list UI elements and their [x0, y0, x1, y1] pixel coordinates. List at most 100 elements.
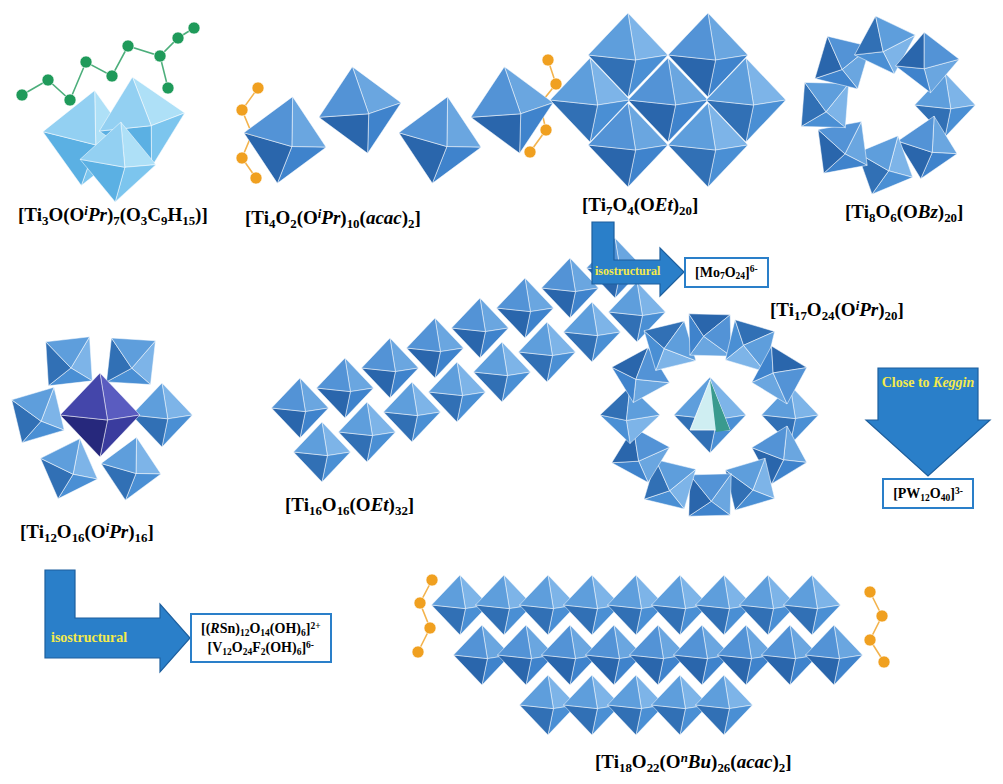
acac-atom: [864, 586, 876, 598]
arrow-body: [866, 368, 990, 476]
cluster-formula: [Ti4O2(OiPr)10(acac)2]: [245, 206, 421, 230]
octahedron: [668, 103, 748, 187]
formula-box: [(RSn)12O14(OH)6]2+[V12O24F2(OH)6]6-: [190, 613, 332, 663]
octahedron-face: [668, 13, 715, 60]
octahedron-face: [497, 278, 531, 312]
octahedron-face: [339, 432, 373, 462]
octahedron-face: [564, 605, 598, 635]
subscript: 3: [141, 213, 147, 228]
group-name: acac: [366, 207, 402, 228]
block-arrow: isostructural: [45, 570, 190, 672]
octahedron-face: [317, 358, 351, 392]
octahedron-face: [762, 625, 796, 659]
octahedron-face: [272, 378, 306, 412]
octahedron-face: [407, 318, 441, 352]
formula-text: [Mo7O24]6-: [695, 263, 758, 282]
cluster-formula: [Ti12O16(OiPr)16]: [20, 520, 154, 544]
octahedron-face: [60, 373, 107, 420]
formula-box: [Mo7O24]6-: [684, 257, 769, 288]
acac-bond: [870, 592, 884, 662]
cluster-formula: [Ti3O(OiPr)7(O3C9H15)]: [18, 203, 208, 227]
octahedron: [744, 339, 815, 412]
octahedron-face: [652, 605, 686, 635]
octahedron-face: [550, 100, 597, 142]
octahedron-face: [362, 338, 396, 372]
octahedron-face: [564, 575, 598, 609]
octahedron-face: [872, 6, 917, 51]
octahedron-face: [498, 655, 532, 685]
acac-atom: [252, 82, 264, 94]
subscript: 32: [395, 503, 408, 518]
arrow-text: isostructural: [51, 629, 127, 646]
cluster-formula: [Ti7O4(OEt)20]: [582, 193, 698, 217]
octahedron-face: [668, 145, 715, 187]
octahedron-face: [520, 675, 554, 709]
octahedron-face: [520, 605, 554, 635]
subscript: 6: [890, 210, 896, 225]
octahedron-face: [294, 452, 328, 482]
subscript: 16: [135, 530, 148, 545]
octahedron-face: [498, 625, 532, 659]
octahedron: [236, 89, 334, 190]
group-name: Pr: [859, 299, 878, 320]
group-name: Pr: [321, 207, 340, 228]
octahedron: [60, 373, 140, 457]
octahedron-face: [384, 382, 418, 416]
group-name: Bu: [688, 751, 711, 772]
octahedron-face: [454, 625, 488, 659]
octahedron-face: [564, 302, 598, 336]
subscript: 24: [822, 308, 835, 323]
octahedron: [784, 575, 841, 635]
subscript: 2: [261, 647, 266, 657]
octahedron-face: [520, 575, 554, 609]
prefix: i: [856, 298, 860, 313]
octahedron-face: [454, 655, 488, 685]
subscript: 2: [408, 216, 414, 231]
octahedron-face: [740, 605, 774, 635]
octahedron-face: [550, 58, 597, 105]
subscript: 2: [290, 216, 296, 231]
octahedron: [77, 119, 158, 204]
subscript: 9: [161, 213, 167, 228]
acac-bond: [418, 580, 432, 652]
octahedron-face: [608, 675, 642, 709]
octahedron-face: [384, 412, 418, 442]
octahedron-face: [109, 317, 160, 368]
octahedron-face: [718, 625, 752, 659]
octahedron-face: [520, 705, 554, 735]
ligand-atom: [122, 40, 134, 52]
subscript: 20: [885, 308, 898, 323]
octahedron-face: [706, 58, 753, 105]
octahedron-face: [476, 605, 510, 635]
subscript: 40: [941, 493, 951, 503]
octahedron-face: [398, 89, 456, 146]
octahedron-face: [806, 655, 840, 685]
octahedron-face: [652, 575, 686, 609]
ligand-bond: [22, 28, 194, 100]
subscript: 16: [72, 530, 85, 545]
group-name: Keggin: [933, 375, 974, 390]
formula-text: [(RSn)12O14(OH)6]2+: [201, 619, 321, 638]
subscript: 12: [222, 647, 232, 657]
octahedron-face: [542, 258, 576, 292]
acac-atom: [524, 146, 536, 158]
octahedron-face: [339, 402, 373, 436]
octahedron: [588, 103, 668, 187]
octahedron-face: [608, 575, 642, 609]
octahedron-face: [463, 65, 521, 122]
octahedron-face: [476, 575, 510, 609]
octahedron-face: [474, 372, 508, 402]
acac-atom: [236, 104, 248, 116]
octahedron-face: [652, 675, 686, 709]
octahedron-face: [696, 675, 730, 709]
octahedron-face: [497, 308, 531, 338]
octahedron-face: [784, 605, 818, 635]
subscript: 12: [44, 530, 57, 545]
octahedron-face: [740, 575, 774, 609]
subscript: 10: [347, 216, 360, 231]
octahedron-face: [628, 58, 675, 105]
acac-atom: [424, 622, 436, 634]
octahedron-face: [519, 322, 553, 356]
arrow-shape: [592, 222, 684, 298]
